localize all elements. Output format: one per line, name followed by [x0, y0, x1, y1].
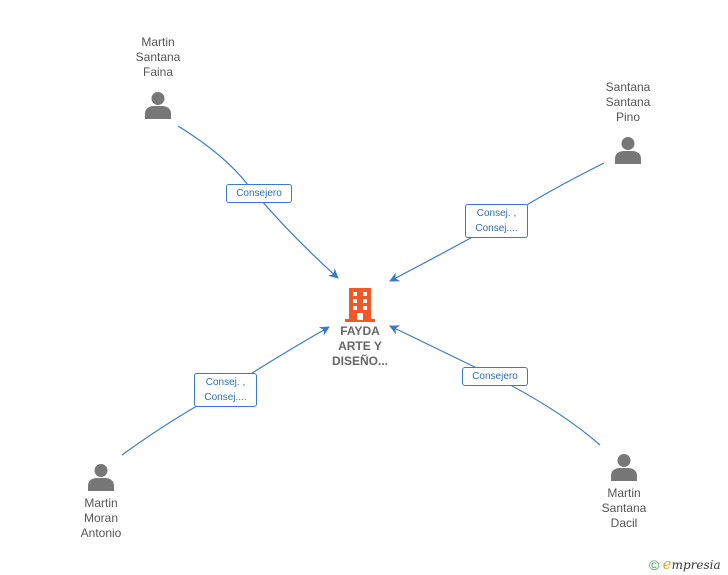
- person-name-line: Dacil: [610, 516, 638, 530]
- person-name-line: Santana: [135, 50, 181, 64]
- relation-label-line: Consej....: [204, 392, 247, 403]
- relation-label-martin-santana-faina[interactable]: Consejero: [226, 184, 292, 203]
- person-name-line: Santana: [605, 95, 651, 109]
- relation-label-martin-santana-dacil[interactable]: Consejero: [462, 367, 528, 386]
- person-name-line: Martin: [607, 486, 641, 500]
- person-name-line: Santana: [605, 80, 651, 94]
- relation-label-santana-santana-pino[interactable]: Consej. , Consej....: [465, 204, 528, 238]
- person-icon: [145, 92, 171, 119]
- person-node-martin-moran-antonio[interactable]: Martin Moran Antonio: [41, 462, 161, 541]
- brand-name: empresia: [663, 554, 721, 575]
- brand-name-rest: mpresia: [671, 558, 721, 573]
- person-name-line: Pino: [615, 110, 641, 124]
- person-name-line: Faina: [142, 65, 174, 79]
- person-icon: [611, 454, 637, 481]
- empresia-brand[interactable]: © empresia: [649, 554, 721, 574]
- relation-label-line: Consejero: [472, 371, 518, 382]
- company-name-line: ARTE Y: [338, 339, 382, 353]
- person-node-santana-santana-pino[interactable]: Santana Santana Pino: [568, 80, 688, 165]
- person-icon: [615, 137, 641, 164]
- person-name-line: Antonio: [80, 526, 122, 540]
- relation-label-martin-moran-antonio[interactable]: Consej. , Consej....: [194, 373, 257, 407]
- person-name-line: Martin: [141, 35, 175, 49]
- company-node[interactable]: FAYDA ARTE Y DISEÑO...: [310, 286, 410, 369]
- person-icon: [88, 464, 114, 491]
- person-name-line: Santana: [601, 501, 647, 515]
- relation-label-line: Consej. ,: [205, 377, 246, 388]
- person-node-martin-santana-faina[interactable]: Martin Santana Faina: [98, 35, 218, 120]
- relation-label-line: Consej....: [475, 223, 518, 234]
- person-name-line: Martin: [84, 496, 118, 510]
- company-name-line: DISEÑO...: [331, 354, 388, 368]
- company-name-line: FAYDA: [340, 324, 380, 338]
- relation-label-line: Consej. ,: [476, 208, 517, 219]
- person-node-martin-santana-dacil[interactable]: Martin Santana Dacil: [564, 452, 684, 531]
- brand-logo-letter: e: [662, 555, 672, 574]
- person-name-line: Moran: [83, 511, 118, 525]
- copyright-icon: ©: [649, 556, 660, 573]
- building-icon: [345, 288, 375, 322]
- relation-label-line: Consejero: [236, 188, 282, 199]
